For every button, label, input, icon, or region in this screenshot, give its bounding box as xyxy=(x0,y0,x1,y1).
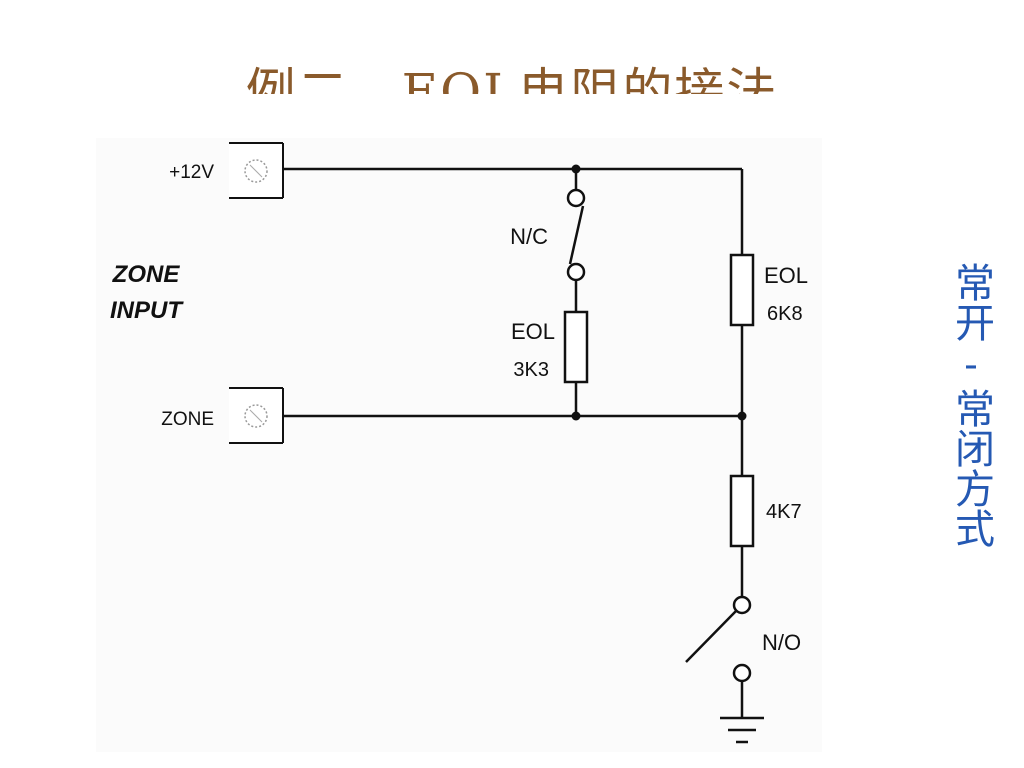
power-terminal xyxy=(229,142,284,199)
junction-dot xyxy=(571,411,581,421)
eol-3k3-resistor xyxy=(563,310,589,384)
eol-3k3-value: 3K3 xyxy=(513,359,549,381)
no-switch-label: N/O xyxy=(762,630,801,655)
slide-title: 例二 EOL电阻的接法 xyxy=(245,63,779,94)
eol-3k3-label: EOL xyxy=(511,319,555,344)
terminal-screw-icon xyxy=(244,159,268,183)
junction-dot xyxy=(737,411,747,421)
ground-icon xyxy=(720,716,764,744)
junction-dot xyxy=(571,164,581,174)
title-clip: 例二 EOL电阻的接法 xyxy=(0,58,1024,94)
nc-switch xyxy=(566,188,586,282)
eol-6k8-resistor xyxy=(729,253,755,327)
resistor-4k7-label: 4K7 xyxy=(766,501,802,523)
resistor-4k7 xyxy=(729,474,755,548)
eol-6k8-value: 6K8 xyxy=(767,303,803,325)
zone-terminal xyxy=(229,387,284,444)
eol-6k8-label: EOL xyxy=(764,263,808,288)
terminal-screw-icon xyxy=(244,404,268,428)
diagram-panel xyxy=(96,138,822,752)
zone-input-label-line1: ZONE xyxy=(112,261,181,288)
no-switch xyxy=(685,595,752,683)
wires xyxy=(283,167,744,718)
power-terminal-label: +12V xyxy=(169,162,214,183)
zone-input-label-line2: INPUT xyxy=(110,297,184,324)
nc-switch-label: N/C xyxy=(510,224,548,249)
zone-terminal-label: ZONE xyxy=(161,409,214,430)
side-note: 常开-常闭方式 xyxy=(948,262,994,548)
